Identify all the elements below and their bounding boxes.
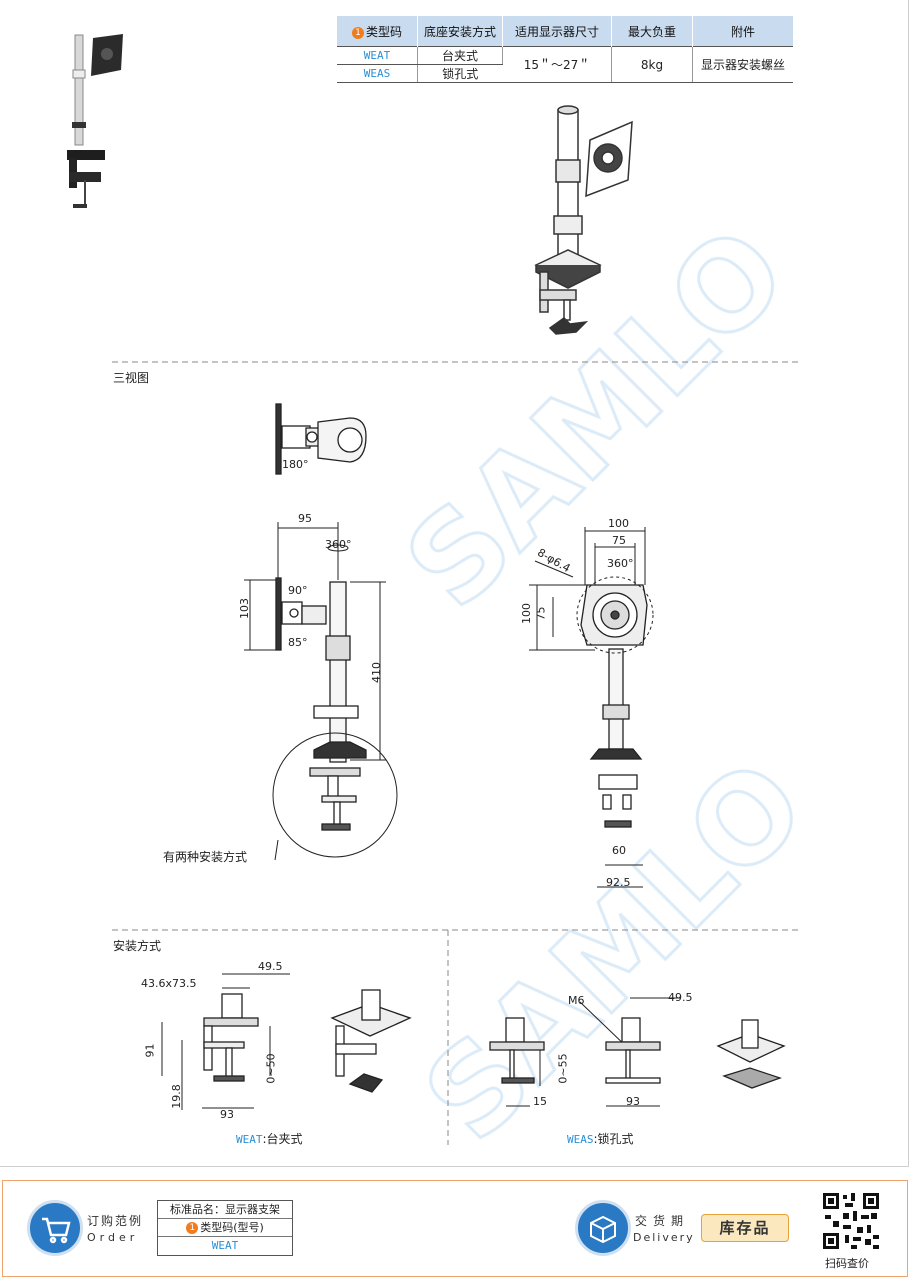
clamp-drawing bbox=[161, 973, 412, 1110]
dim-v75: 75 bbox=[534, 606, 548, 621]
divider bbox=[112, 929, 802, 931]
delivery-box-icon bbox=[575, 1200, 631, 1256]
dim-91: 91 bbox=[143, 1043, 157, 1058]
badge-1: 1 bbox=[186, 1222, 199, 1234]
top-view bbox=[275, 403, 367, 475]
front-view bbox=[529, 527, 654, 888]
install-title: 安装方式 bbox=[113, 939, 162, 953]
dim-clamp-49-5: 49.5 bbox=[258, 960, 283, 973]
dim-75: 75 bbox=[612, 534, 626, 547]
th-mount: 底座安装方式 bbox=[417, 16, 503, 47]
order-label-en: Order bbox=[87, 1231, 139, 1244]
dim-clamp-slot: 43.6x73.5 bbox=[141, 977, 197, 990]
th-accessory: 附件 bbox=[692, 16, 793, 47]
dim-19-8: 19.8 bbox=[169, 1084, 183, 1109]
dim-60: 60 bbox=[612, 844, 626, 857]
dim-100: 100 bbox=[608, 517, 629, 530]
cell-mount: 锁孔式 bbox=[417, 64, 503, 83]
weas-caption: WEAS:锁孔式 bbox=[567, 1132, 634, 1146]
dim-m6: M6 bbox=[568, 994, 585, 1007]
iso-drawing bbox=[534, 105, 633, 335]
dim-screw-49-5: 49.5 bbox=[668, 991, 693, 1004]
delivery-label-en: Delivery bbox=[633, 1231, 695, 1244]
dim-90: 90° bbox=[288, 584, 308, 597]
cell-mount: 台夹式 bbox=[417, 46, 503, 65]
std-name: 标准品名：显示器支架 bbox=[158, 1201, 292, 1219]
dim-screw-93: 93 bbox=[626, 1095, 640, 1108]
cell-load: 8kg bbox=[611, 46, 693, 83]
dim-clamp-93: 93 bbox=[220, 1108, 234, 1121]
dim-92-5: 92.5 bbox=[606, 876, 631, 889]
th-size: 适用显示器尺寸 bbox=[502, 16, 612, 47]
badge-1: 1 bbox=[351, 26, 364, 39]
dim-180: 180° bbox=[282, 458, 309, 471]
stock-badge: 库存品 bbox=[701, 1214, 789, 1242]
dim-0-55: 0~55 bbox=[556, 1053, 570, 1084]
screw-drawing bbox=[489, 997, 786, 1107]
divider bbox=[112, 361, 802, 363]
dim-360a: 360° bbox=[325, 538, 352, 551]
three-view-title: 三视图 bbox=[113, 371, 150, 385]
dim-103: 103 bbox=[238, 598, 251, 619]
two-methods-label: 有两种安装方式 bbox=[163, 850, 248, 864]
side-view bbox=[244, 522, 398, 861]
dim-0-50: 0~50 bbox=[264, 1053, 278, 1084]
cell-code: WEAS bbox=[337, 64, 418, 83]
dim-95: 95 bbox=[298, 512, 312, 525]
dim-15: 15 bbox=[533, 1095, 547, 1108]
dim-v100: 100 bbox=[520, 603, 533, 624]
cart-icon bbox=[27, 1200, 83, 1256]
th-load: 最大负重 bbox=[611, 16, 693, 47]
qr-code-icon[interactable] bbox=[821, 1191, 881, 1251]
dim-360b: 360° bbox=[607, 557, 634, 570]
order-label-cn: 订购范例 bbox=[87, 1214, 144, 1228]
divider-vertical bbox=[447, 930, 449, 1145]
cell-accessory: 显示器安装螺丝 bbox=[692, 46, 793, 83]
page-frame bbox=[0, 0, 909, 1167]
dim-410: 410 bbox=[370, 662, 383, 683]
table-row: WEAS 锁孔式 bbox=[337, 64, 793, 83]
std-code: WEAT bbox=[211, 1239, 239, 1252]
scan-label: 扫码查价 bbox=[825, 1257, 869, 1270]
watermark: SAMLO SAMLO bbox=[379, 201, 833, 1170]
delivery-label-cn: 交货期 bbox=[635, 1214, 690, 1228]
weat-caption: WEAT:台夹式 bbox=[236, 1132, 303, 1146]
cell-size: 15＂～27＂ bbox=[502, 46, 612, 83]
table-row: WEAT 台夹式 15＂～27＂ 8kg 显示器安装螺丝 bbox=[337, 46, 793, 83]
cell-code: WEAT bbox=[337, 46, 418, 65]
product-photo bbox=[67, 34, 123, 208]
dim-85: 85° bbox=[288, 636, 308, 649]
